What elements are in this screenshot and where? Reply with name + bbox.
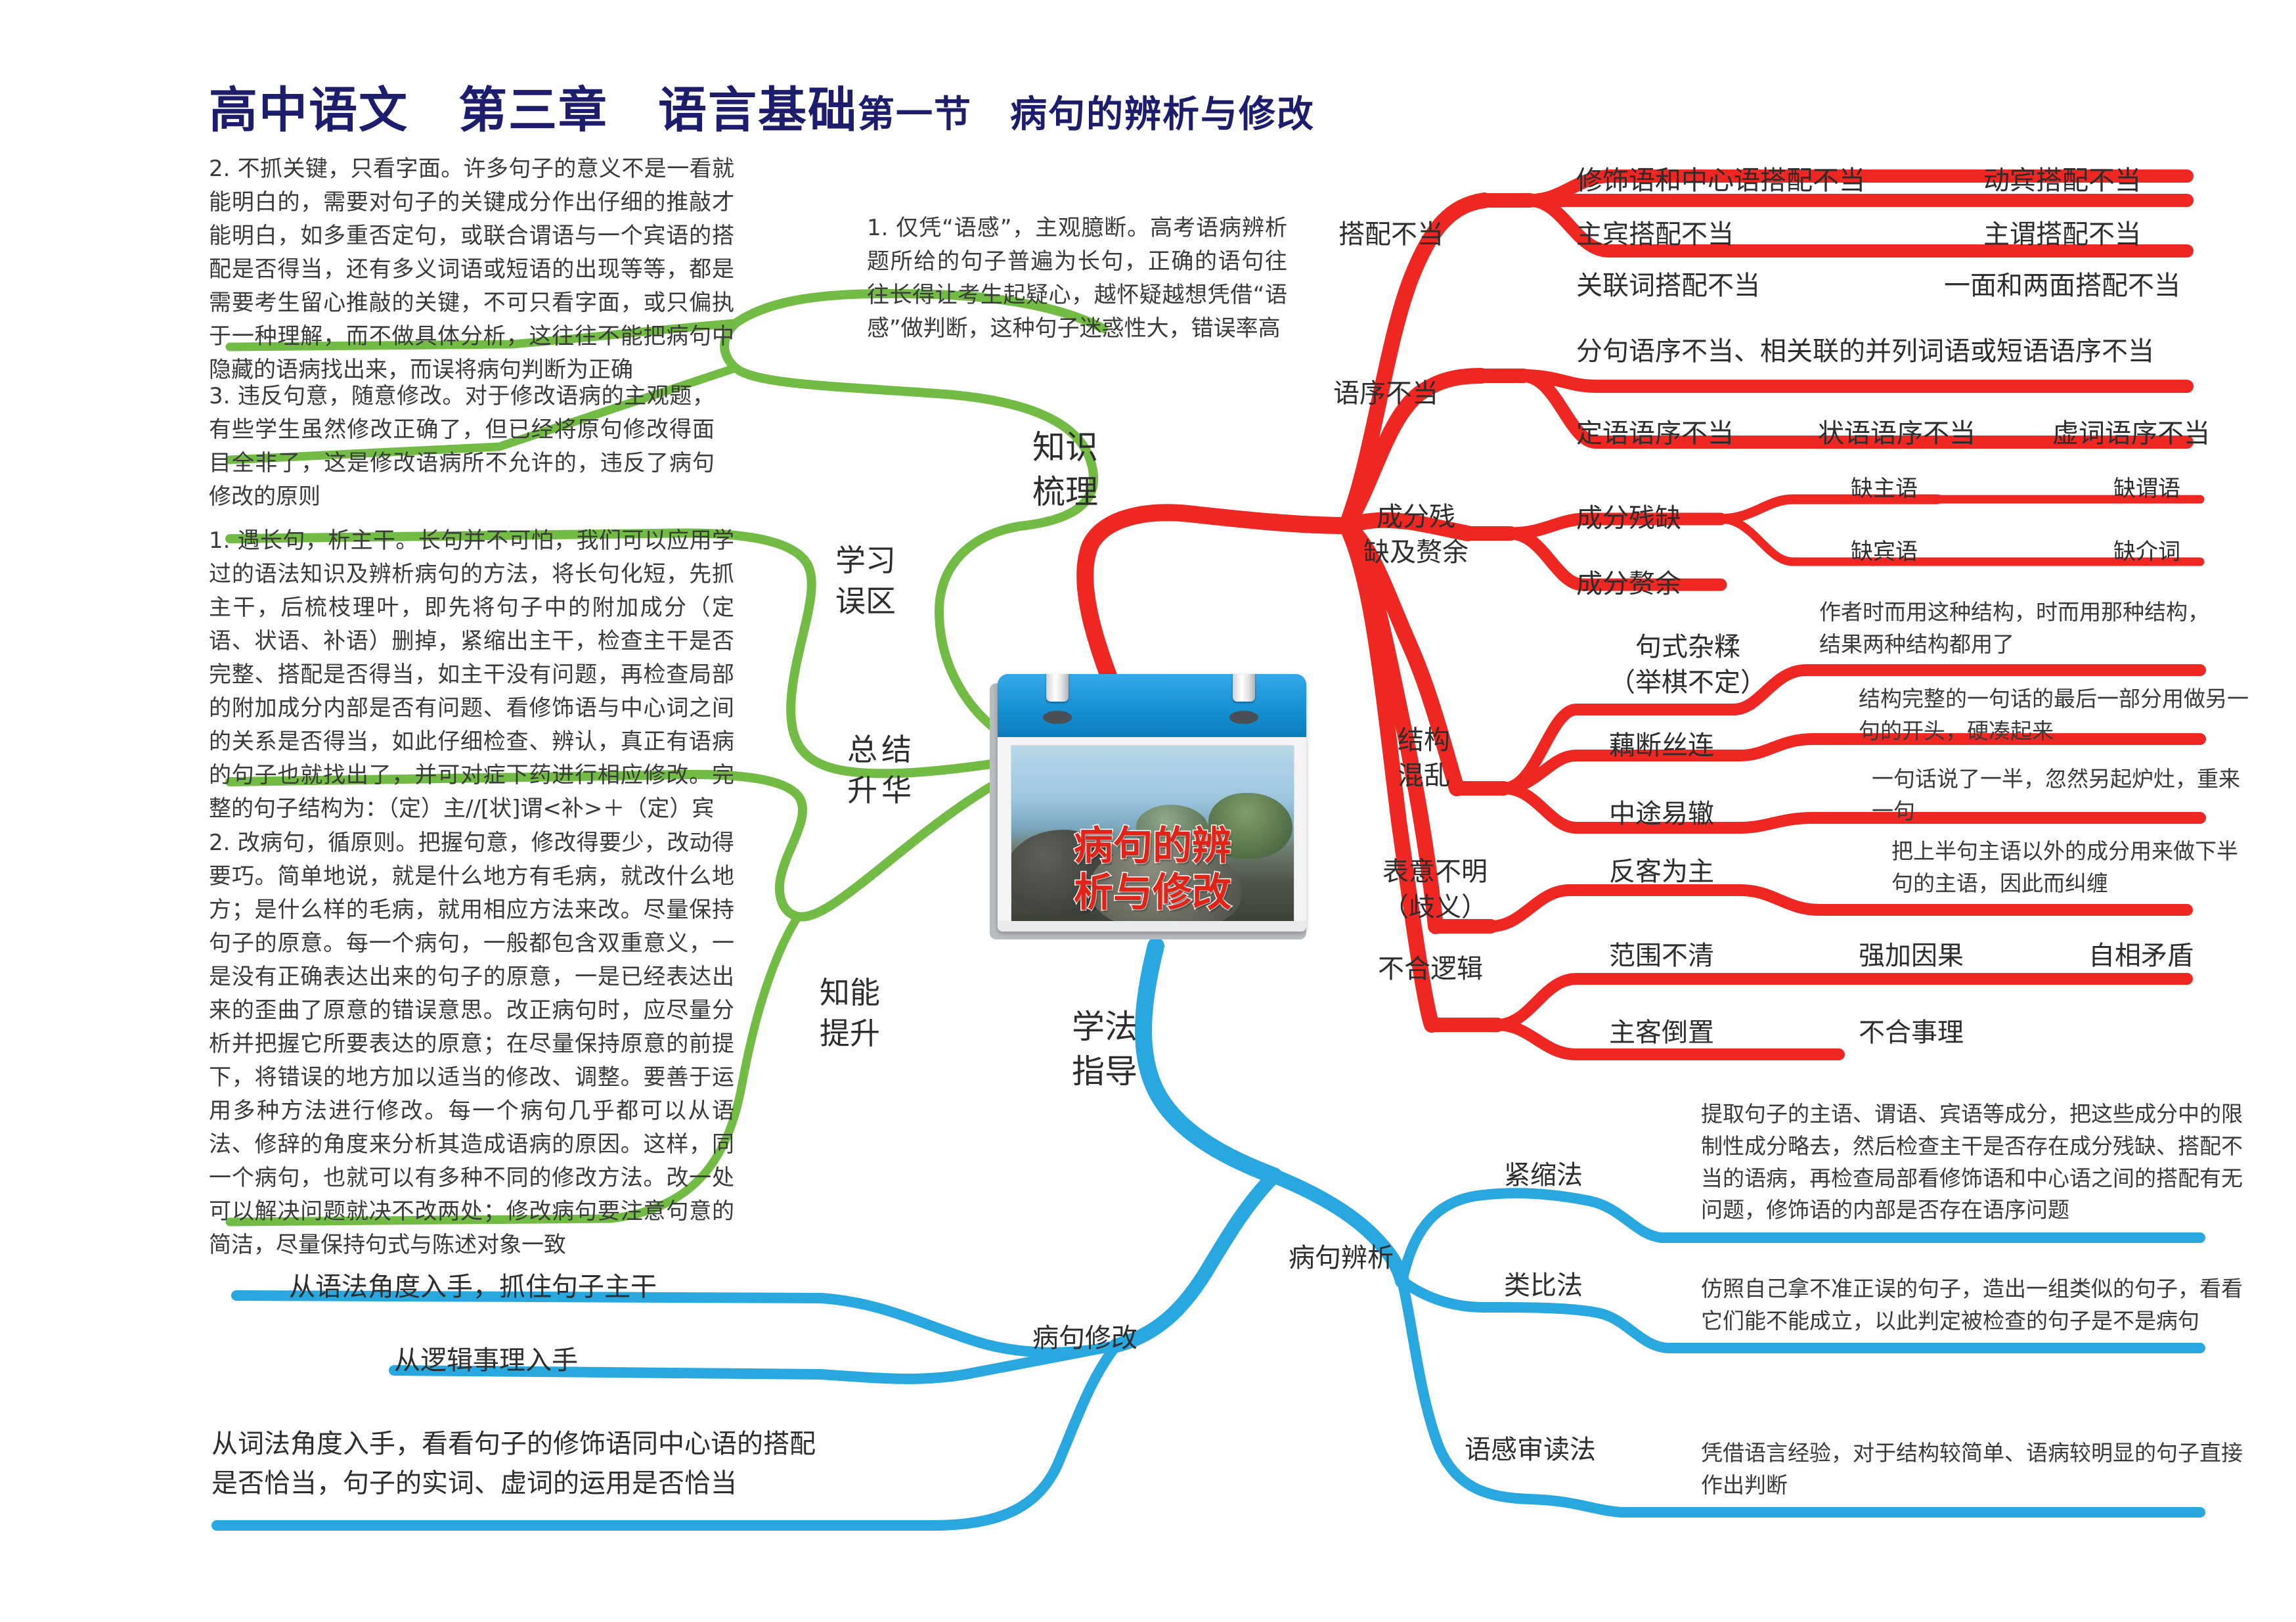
pitfall-note-1: 1. 仅凭“语感”，主观臆断。高考语病辨析题所给的句子普遍为长句，正确的语句往往… [867,215,1287,342]
page-title-sub: 第一节 病句的辨析与修改 [858,93,1315,136]
ability-note-2: 2. 改病句，循原则。把握句意，修改得要少，改动得要巧。简单地说，就是什么地方有… [209,830,734,1258]
desc-jushi-zarou: 作者时而用这种结构，时而用那种结构，结果两种结构都用了 [1819,599,2209,657]
node-jiegou-hunluan[interactable]: 结构 混乱 [1398,725,1450,791]
page-title-main: 高中语文 第三章 语言基础 [209,82,858,139]
branch-ability-label[interactable]: 知能 提升 [820,975,880,1052]
card-foot [998,921,1306,932]
node-leibi-fa[interactable]: 类比法 [1504,1271,1583,1301]
photo-rock-b [1090,844,1241,922]
desc-jinsuo-fa: 提取句子的主语、谓语、宾语等成分，把这些成分中的限制性成分略去，然后检查主干是否… [1701,1101,2243,1223]
node-yufa-jiaodu[interactable]: 从语法角度入手，抓住句子主干 [289,1272,657,1302]
pitfall-note-2: 2. 不抓关键，只看字面。许多句子的意义不是一看就能明白的，需要对句子的关键成分… [209,156,734,383]
branch-summary-label[interactable]: 总结 升华 [847,732,916,809]
node-jushi-zarou[interactable]: 句式杂糅 （举棋不定） [1609,632,1767,698]
node-xiushiyu-zhongxinyu[interactable]: 修饰语和中心语搭配不当 [1576,166,1865,196]
desc-yugan-shendu-fa: 凭借语言经验，对于结构较简单、语病较明显的句子直接作出判断 [1701,1440,2243,1498]
center-topic-title: 病句的辨 析与修改 [1073,822,1233,917]
node-fanwei-buqing[interactable]: 范围不清 [1609,941,1714,971]
node-fenju-yuxu[interactable]: 分句语序不当、相关联的并列词语或短语语序不当 [1576,336,2154,367]
desc-zhongtu-yizhe: 一句话说了一半，忽然另起炉灶，重来一句 [1872,766,2240,824]
node-xuci-yuxu[interactable]: 虚词语序不当 [2052,418,2210,449]
node-bingju-xiugai[interactable]: 病句修改 [1032,1323,1137,1353]
node-chengfen-canque-zhuiyu[interactable]: 成分残 缺及赘余 [1363,502,1468,568]
page-title: 高中语文 第三章 语言基础第一节 病句的辨析与修改 [209,71,1315,141]
center-topic-card[interactable]: 病句的辨 析与修改 [983,669,1312,943]
node-cifa-jiaodu[interactable]: 从词法角度入手，看看句子的修饰语同中心语的搭配是否恰当，句子的实词、虚词的运用是… [211,1429,816,1498]
node-guanlianci-dapei[interactable]: 关联词搭配不当 [1576,271,1760,301]
node-que-zhuyu[interactable]: 缺主语 [1851,476,1918,502]
desc-leibi-fa: 仿照自己拿不准正误的句子，造出一组类似的句子，看看它们能不能成立，以此判定被检查… [1701,1276,2243,1334]
node-chengfen-zhuiyu[interactable]: 成分赘余 [1576,569,1681,599]
node-zhuwei-dapei[interactable]: 主谓搭配不当 [1983,219,2141,250]
calendar-ring-left-icon [1046,674,1069,702]
node-qiangjia-yinguo[interactable]: 强加因果 [1859,941,1964,971]
node-dapei-budang[interactable]: 搭配不当 [1338,219,1444,250]
node-zixiang-maodun[interactable]: 自相矛盾 [2088,941,2194,971]
node-buhe-luoji[interactable]: 不合逻辑 [1378,954,1483,984]
photo-moss-rock-b [1208,793,1292,859]
node-luoji-shili[interactable]: 从逻辑事理入手 [394,1345,578,1376]
ability-note-1: 1. 遇长句，析主干。长句并不可怕，我们可以应用学过的语法知识及辨析病句的方法，… [209,528,734,822]
node-yugan-shendu-fa[interactable]: 语感审读法 [1465,1435,1596,1465]
node-biaoyi-buming[interactable]: 表意不明 （歧义） [1382,857,1488,922]
node-que-jieci[interactable]: 缺介词 [2113,539,2180,565]
desc-fanke-weizhu: 把上半句主语以外的成分用来做下半句的主语，因此而纠缠 [1891,838,2238,896]
pitfall-note-3: 3. 违反句意，随意修改。对于修改语病的主观题，有些学生虽然修改正确了，但已经将… [209,383,715,510]
topic-photo: 病句的辨 析与修改 [1011,745,1294,922]
calendar-header-bar [998,674,1306,737]
card-body: 病句的辨 析与修改 [998,674,1306,932]
node-zhuke-daozhi[interactable]: 主客倒置 [1609,1018,1714,1048]
calendar-ring-hole-right [1229,711,1258,724]
calendar-ring-hole-left [1043,711,1072,724]
node-que-binyu[interactable]: 缺宾语 [1851,539,1918,565]
node-fanke-weizhu[interactable]: 反客为主 [1609,857,1714,887]
node-oudun-silian[interactable]: 藕断丝连 [1609,731,1714,761]
photo-moss-rock-a [1136,805,1208,851]
node-chengfen-canque[interactable]: 成分残缺 [1576,503,1681,533]
node-zhongtu-yizhe[interactable]: 中途易辙 [1609,799,1714,829]
calendar-ring-right-icon [1233,674,1255,702]
node-dongbin-dapei[interactable]: 动宾搭配不当 [1983,166,2141,196]
branch-knowledge-label[interactable]: 知识 梳理 [1032,428,1098,511]
node-yimian-liangmian[interactable]: 一面和两面搭配不当 [1944,271,2180,301]
node-bingju-bianxi[interactable]: 病句辨析 [1289,1243,1394,1273]
branch-learning-pitfalls-label[interactable]: 学习 误区 [835,543,896,620]
node-zhuangyu-yuxu[interactable]: 状语语序不当 [1818,418,1976,449]
node-zhubin-dapei[interactable]: 主宾搭配不当 [1576,219,1734,250]
node-yuxu-budang[interactable]: 语序不当 [1333,378,1438,409]
desc-oudun-silian: 结构完整的一句话的最后一部分用做另一句的开头，硬凑起来 [1859,686,2249,744]
branch-study-method-label[interactable]: 学法 指导 [1072,1008,1137,1091]
node-jinsuo-fa[interactable]: 紧缩法 [1504,1160,1583,1190]
node-que-weiyu[interactable]: 缺谓语 [2113,476,2180,502]
node-buhe-shili[interactable]: 不合事理 [1859,1018,1964,1048]
node-dingyu-yuxu[interactable]: 定语语序不当 [1576,418,1734,449]
